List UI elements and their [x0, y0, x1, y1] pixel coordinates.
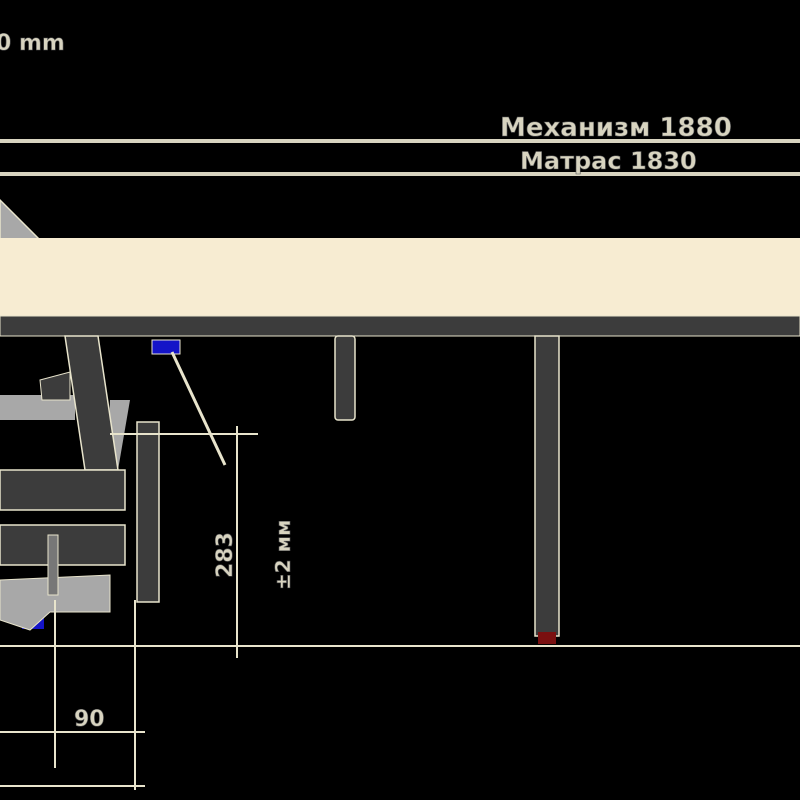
side-plate [136, 421, 160, 603]
pad-top [151, 339, 181, 355]
depth-dimension-label: 90 [74, 707, 105, 732]
frame-rail [0, 315, 800, 337]
mechanism-dimension-line [0, 139, 800, 143]
mattress-dimension-line [0, 172, 800, 176]
mattress [0, 238, 800, 316]
tolerance-label: ±2 мм [271, 520, 295, 590]
lower-arm [0, 395, 75, 420]
leg-foot [538, 632, 556, 644]
height-dimension-label: 283 [213, 532, 238, 578]
stop-lug [39, 371, 71, 401]
short-leg [334, 335, 356, 421]
lower-bar [0, 524, 126, 566]
pad-link [170, 351, 227, 466]
mechanism-length-label: Механизм 1880 [500, 113, 732, 143]
cross-bar [0, 469, 126, 511]
pin [47, 534, 59, 596]
mattress-length-label: Матрас 1830 [520, 147, 697, 175]
support-leg [534, 335, 560, 637]
top-left-label: 0 mm [0, 31, 65, 56]
